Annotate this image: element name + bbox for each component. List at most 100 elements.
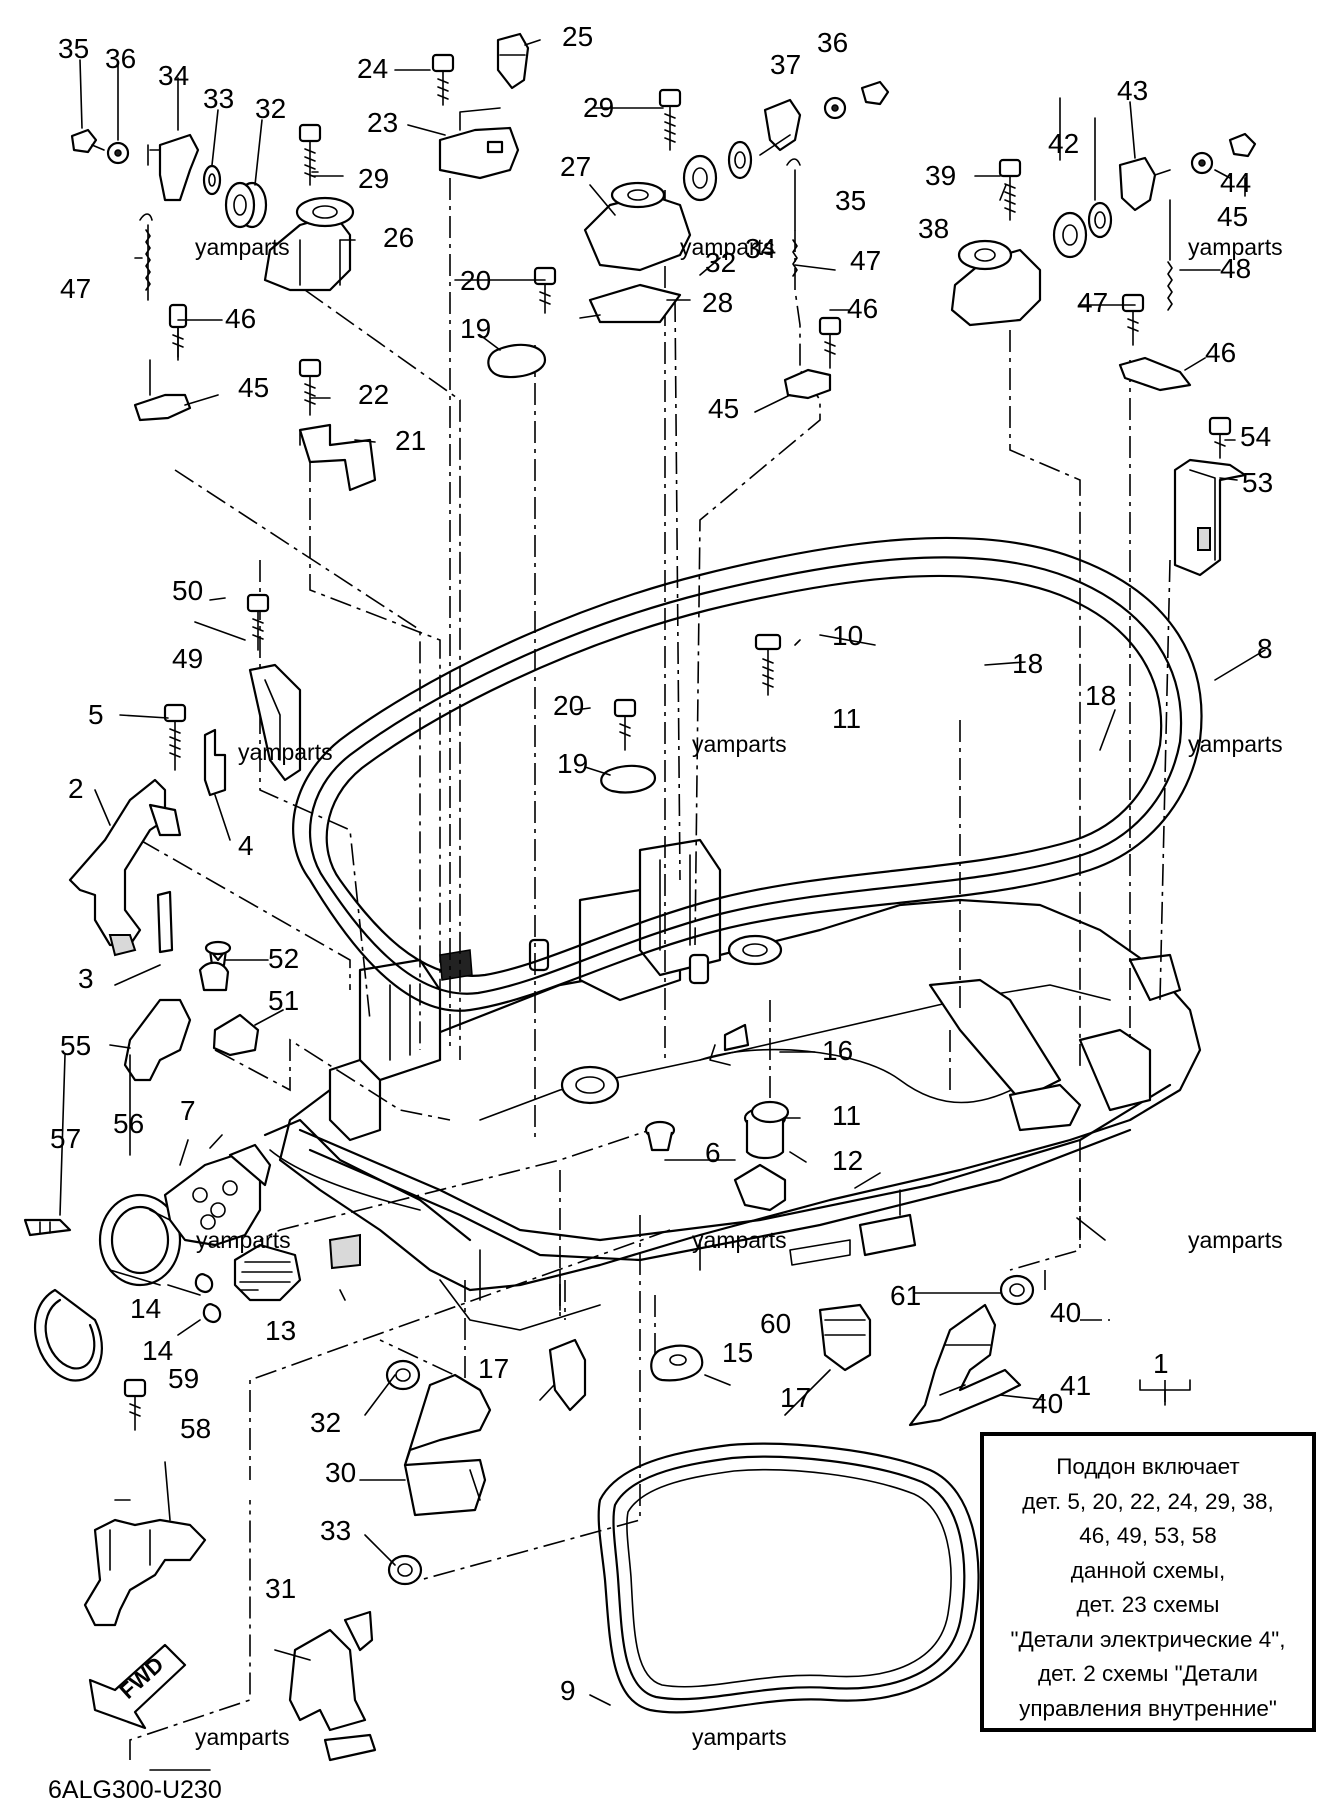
callout-number: 47 [60, 273, 91, 304]
callout-number: 6 [705, 1137, 721, 1168]
callout-number: 36 [817, 27, 848, 58]
callout-number: 19 [557, 748, 588, 779]
callout-number: 13 [265, 1315, 296, 1346]
callout-number: 17 [780, 1382, 811, 1413]
callout-number: 32 [255, 93, 286, 124]
note-line: дет. 2 схемы "Детали [1038, 1661, 1258, 1686]
callout-number: 43 [1117, 75, 1148, 106]
callout-number: 37 [770, 49, 801, 80]
callout-number: 5 [88, 699, 104, 730]
callout-number: 25 [562, 21, 593, 52]
rubber-seal-bottom [597, 1442, 980, 1714]
callout-number: 50 [172, 575, 203, 606]
callout-number: 17 [478, 1353, 509, 1384]
callout-number: 4 [238, 830, 254, 861]
callout-number: 39 [925, 160, 956, 191]
callout-number: 27 [560, 151, 591, 182]
callout-number: 47 [850, 245, 881, 276]
bolts [123, 53, 1232, 1431]
note-box: Поддон включает дет. 5, 20, 22, 24, 29, … [980, 1432, 1316, 1732]
callout-number: 11 [832, 703, 861, 734]
callout-number: 38 [918, 213, 949, 244]
watermark-text: yamparts [692, 1724, 787, 1750]
note-line: дет. 23 схемы [1076, 1592, 1220, 1617]
watermark-text: yamparts [1188, 1227, 1283, 1253]
watermark-text: yamparts [1188, 731, 1283, 757]
callout-number: 35 [58, 33, 89, 64]
callout-number: 14 [130, 1293, 161, 1324]
callout-number: 16 [822, 1035, 853, 1066]
callout-number: 29 [583, 92, 614, 123]
callout-number: 52 [268, 943, 299, 974]
watermark-text: yamparts [195, 234, 290, 260]
callout-number: 36 [105, 43, 136, 74]
callout-number: 49 [172, 643, 203, 674]
callout-number: 59 [168, 1363, 199, 1394]
callout-number: 33 [320, 1515, 351, 1546]
callout-number: 51 [268, 985, 299, 1016]
callout-number: 45 [708, 393, 739, 424]
callout-number: 20 [553, 690, 584, 721]
callout-number: 34 [158, 60, 189, 91]
callout-number: 46 [1205, 337, 1236, 368]
callout-number: 8 [1257, 633, 1273, 664]
callout-number: 7 [180, 1095, 196, 1126]
callout-number: 55 [60, 1030, 91, 1061]
latch-assembly-center [298, 32, 890, 794]
callout-number: 46 [847, 293, 878, 324]
callout-number: 32 [705, 247, 736, 278]
callout-number: 26 [383, 222, 414, 253]
callout-number: 34 [745, 233, 776, 264]
callout-number: 56 [113, 1108, 144, 1139]
callout-number: 40 [1050, 1297, 1081, 1328]
watermark-text: yamparts [680, 234, 775, 260]
callout-number: 44 [1220, 167, 1251, 198]
note-line: "Детали электрические 4", [1010, 1626, 1286, 1652]
lower-parts [83, 1023, 1035, 1762]
callout-number: 24 [357, 53, 388, 84]
note-line: дет. 5, 20, 22, 24, 29, 38, [1022, 1488, 1274, 1514]
callout-number: 15 [722, 1337, 753, 1368]
callout-number: 47 [1077, 287, 1108, 318]
callout-number: 22 [358, 379, 389, 410]
left-side-parts [23, 663, 302, 1382]
note-line: 46, 49, 53, 58 [1079, 1523, 1217, 1548]
note-line: Поддон включает [1056, 1454, 1240, 1479]
watermark-text: yamparts [1188, 234, 1283, 260]
callout-number: 48 [1220, 253, 1251, 284]
watermark-text: yamparts [692, 731, 787, 757]
latch-assembly-left [70, 128, 355, 422]
callout-number: 14 [142, 1335, 173, 1366]
callout-number: 45 [238, 372, 269, 403]
diagram-code: 6ALG300-U230 [48, 1776, 222, 1804]
callout-number: 11 [832, 1100, 861, 1131]
callout-number: 57 [50, 1123, 81, 1154]
callout-number: 31 [265, 1573, 296, 1604]
watermark-text: yamparts [196, 1227, 291, 1253]
callout-number: 41 [1060, 1370, 1091, 1401]
callout-number: 32 [310, 1407, 341, 1438]
watermarks: yamparts yamparts yamparts yamparts yamp… [195, 234, 1283, 1750]
callout-number: 9 [560, 1675, 576, 1706]
callout-number: 20 [460, 265, 491, 296]
callout-number: 10 [832, 620, 863, 651]
callout-number: 53 [1242, 467, 1273, 498]
watermark-text: yamparts [195, 1724, 290, 1750]
callout-number: 46 [225, 303, 256, 334]
callout-number: 23 [367, 107, 398, 138]
watermark-text: yamparts [692, 1227, 787, 1253]
callout-number: 30 [325, 1457, 356, 1488]
callout-number: 28 [702, 287, 733, 318]
callout-number: 29 [358, 163, 389, 194]
callout-number: 45 [1217, 201, 1248, 232]
callout-number: 33 [203, 83, 234, 114]
fwd-arrow: FWD [88, 1643, 187, 1730]
note-line: данной схемы, [1070, 1557, 1226, 1583]
part-numbers: 1 2 3 4 5 6 7 8 9 10 11 11 12 13 14 14 1… [50, 21, 1273, 1706]
callout-number: 54 [1240, 421, 1271, 452]
watermark-text: yamparts [238, 739, 333, 765]
callout-number: 18 [1085, 680, 1116, 711]
callout-number: 61 [890, 1280, 921, 1311]
callout-number: 42 [1048, 128, 1079, 159]
